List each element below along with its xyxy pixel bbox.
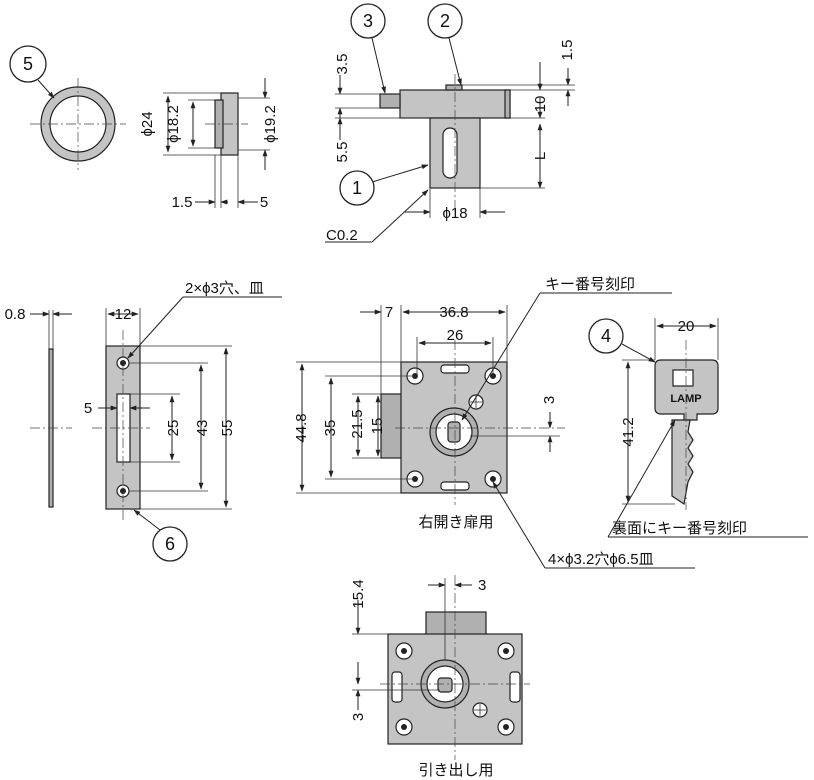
balloon-5-label: 5 bbox=[23, 54, 33, 74]
front-view-dims bbox=[296, 292, 695, 569]
dim-top-10: 10 bbox=[532, 96, 549, 113]
dim-top-1-5: 1.5 bbox=[559, 40, 576, 61]
dim-ring-1-5: 1.5 bbox=[172, 194, 193, 211]
balloon-4-label: 4 bbox=[601, 326, 611, 346]
lock-top-view bbox=[379, 74, 511, 210]
label-drawer: 引き出し用 bbox=[418, 762, 493, 779]
dim-top-c02: C0.2 bbox=[326, 227, 358, 244]
dim-plate-43: 43 bbox=[194, 420, 211, 437]
dim-front-26: 26 bbox=[447, 327, 464, 344]
balloon-6: 6 bbox=[133, 509, 188, 562]
label-key-back-engraving: 裏面にキー番号刻印 bbox=[612, 519, 747, 537]
dim-drawer-3-left: 3 bbox=[350, 713, 367, 721]
balloon-2-label: 2 bbox=[440, 11, 450, 31]
lock-front-view-drawer bbox=[352, 575, 530, 760]
dim-drawer-15-4: 15.4 bbox=[350, 579, 367, 608]
strike-plate-side bbox=[30, 310, 72, 508]
dim-ring-phi24: ϕ24 bbox=[139, 111, 156, 136]
dim-plate-0-8: 0.8 bbox=[5, 306, 26, 323]
label-key-number-engraving: キー番号刻印 bbox=[545, 276, 635, 293]
balloon-3-label: 3 bbox=[363, 11, 373, 31]
dim-top-phi18: ϕ18 bbox=[442, 205, 467, 222]
dim-front-36-8: 36.8 bbox=[439, 304, 468, 321]
dim-front-21-5: 21.5 bbox=[349, 409, 366, 438]
balloon-2: 2 bbox=[427, 3, 463, 86]
dim-plate-55: 55 bbox=[219, 420, 236, 437]
dim-top-L: L bbox=[532, 152, 549, 160]
dim-ring-phi19-2: ϕ19.2 bbox=[262, 105, 279, 143]
lock-front-view-right-door bbox=[380, 340, 565, 505]
balloon-1-label: 1 bbox=[352, 178, 362, 198]
top-view-dims bbox=[325, 62, 575, 243]
dim-ring-phi18-2: ϕ18.2 bbox=[165, 105, 182, 143]
balloon-5: 5 bbox=[9, 45, 55, 99]
label-plate-holes: 2×ϕ3穴、皿 bbox=[185, 280, 264, 297]
dim-front-35: 35 bbox=[322, 420, 339, 437]
balloon-1: 1 bbox=[339, 164, 429, 206]
balloon-3: 3 bbox=[350, 3, 386, 94]
balloon-6-label: 6 bbox=[165, 534, 175, 554]
dim-key-20: 20 bbox=[678, 318, 695, 335]
dim-front-3: 3 bbox=[541, 396, 558, 404]
dim-plate-5: 5 bbox=[84, 400, 92, 417]
dim-front-15: 15 bbox=[369, 418, 386, 435]
dim-front-44-8: 44.8 bbox=[293, 413, 310, 442]
key: LAMP bbox=[607, 318, 808, 538]
ring-side-view bbox=[163, 78, 270, 208]
strike-plate-front bbox=[92, 296, 282, 520]
dim-drawer-3-top: 3 bbox=[478, 577, 486, 594]
label-front-holes: 4×ϕ3.2穴ϕ6.5皿 bbox=[548, 551, 654, 568]
dim-front-7: 7 bbox=[385, 304, 393, 321]
balloon-4: 4 bbox=[588, 318, 656, 363]
dim-plate-12: 12 bbox=[115, 306, 132, 323]
label-right-door: 右開き扉用 bbox=[418, 514, 493, 531]
dim-key-41-2: 41.2 bbox=[620, 417, 637, 446]
dim-top-3-5: 3.5 bbox=[334, 54, 351, 75]
ring-front-view bbox=[30, 78, 126, 170]
dim-ring-5: 5 bbox=[260, 194, 268, 211]
dim-top-5-5: 5.5 bbox=[334, 142, 351, 163]
dim-plate-25: 25 bbox=[165, 420, 182, 437]
